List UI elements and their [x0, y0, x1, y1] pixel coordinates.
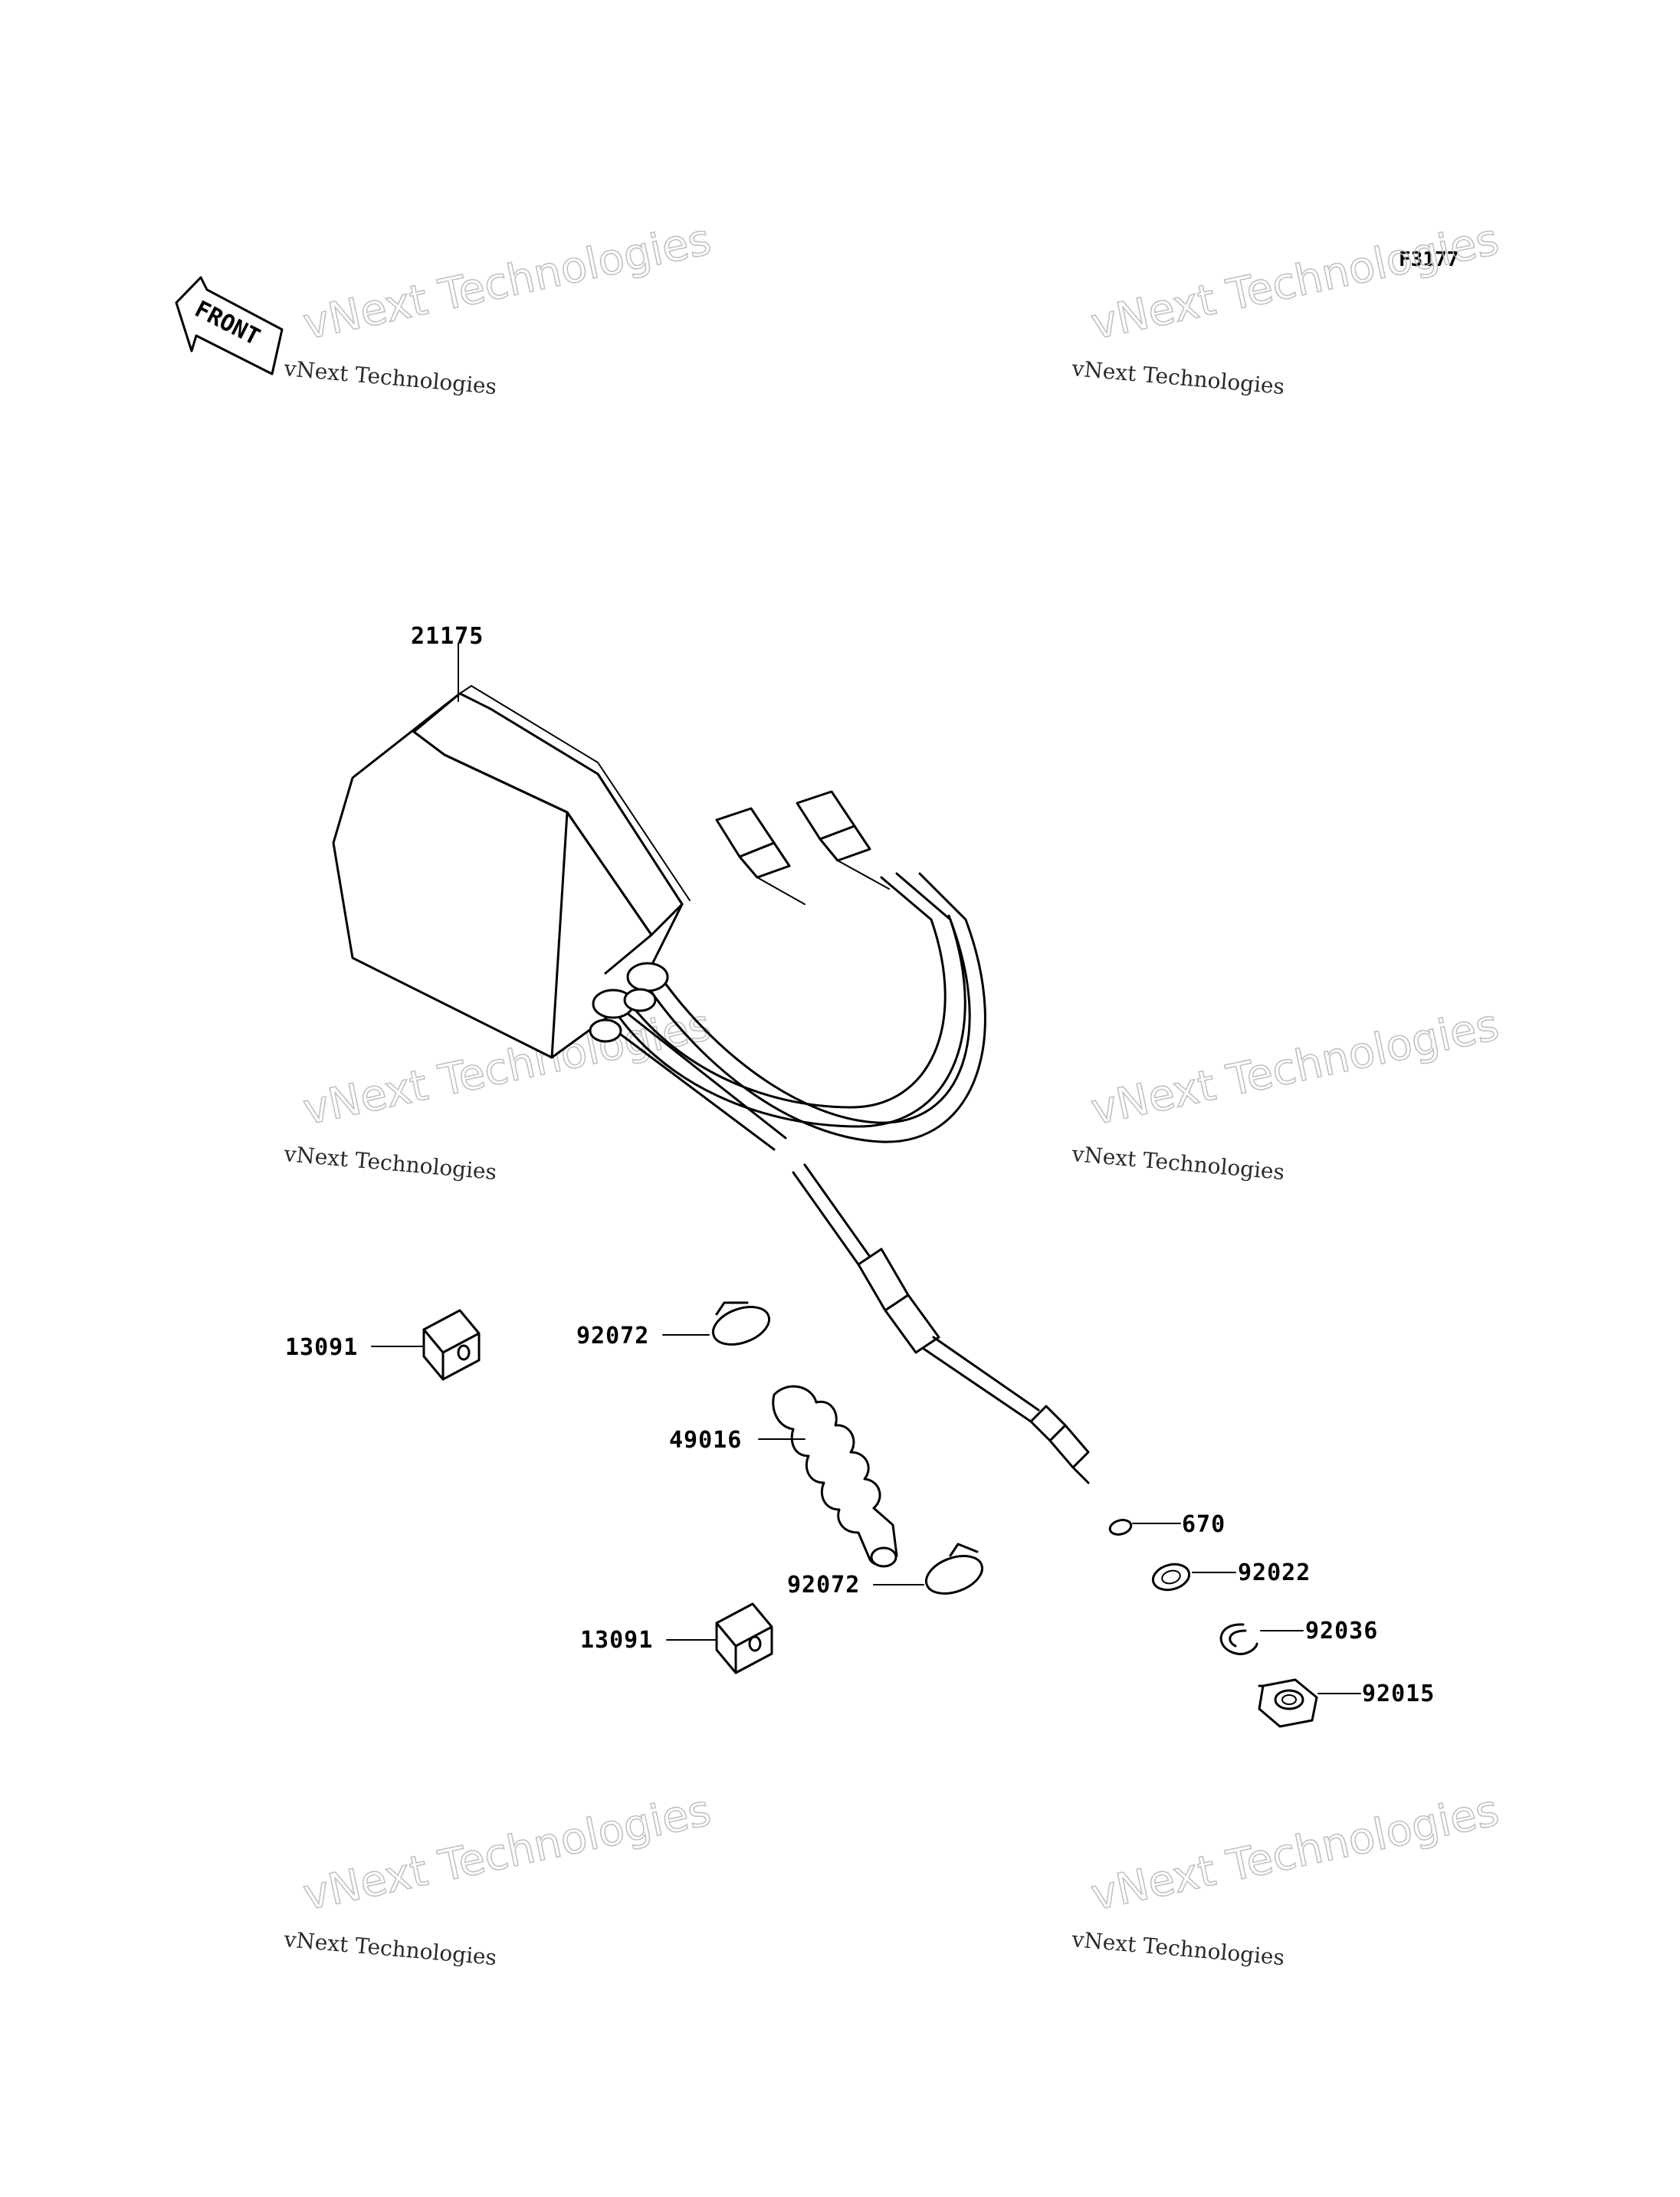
o-ring-icon[interactable] — [1108, 1518, 1133, 1537]
front-arrow-icon: FRONT — [175, 276, 284, 375]
watermark: vNext Technologies vNext Technologies — [282, 1785, 715, 1970]
svg-text:vNext Technologies: vNext Technologies — [282, 356, 497, 399]
svg-text:vNext Technologies: vNext Technologies — [1087, 215, 1503, 349]
part-number-92015[interactable]: 92015 — [1362, 1681, 1435, 1707]
damper-block-icon[interactable] — [715, 1602, 773, 1674]
svg-text:vNext Technologies: vNext Technologies — [1087, 1785, 1503, 1920]
clamp-icon[interactable] — [921, 1543, 987, 1601]
part-number-13091-upper[interactable]: 13091 — [285, 1334, 358, 1361]
clamp-icon[interactable] — [708, 1300, 774, 1351]
watermark: vNext Technologies vNext Technologies — [1070, 214, 1503, 399]
spring-washer-icon[interactable] — [1219, 1623, 1258, 1655]
part-number-13091-lower[interactable]: 13091 — [580, 1627, 653, 1654]
part-number-21175[interactable]: 21175 — [411, 623, 484, 650]
watermark-group: vNext Technologies vNext Technologies vN… — [282, 214, 1503, 1970]
nut-icon[interactable] — [1258, 1678, 1318, 1728]
svg-text:vNext Technologies: vNext Technologies — [282, 1926, 497, 1970]
controller-assembly[interactable] — [332, 643, 986, 1151]
watermark: vNext Technologies vNext Technologies — [1070, 999, 1503, 1185]
svg-text:vNext Technologies: vNext Technologies — [1070, 356, 1285, 399]
part-number-670[interactable]: 670 — [1182, 1511, 1226, 1538]
part-number-92072-upper[interactable]: 92072 — [576, 1323, 649, 1349]
rubber-boot-icon[interactable] — [772, 1385, 898, 1568]
svg-text:vNext Technologies: vNext Technologies — [282, 1141, 497, 1185]
part-number-92072-lower[interactable]: 92072 — [787, 1572, 860, 1599]
svg-text:vNext Technologies: vNext Technologies — [299, 215, 715, 349]
svg-text:vNext Technologies: vNext Technologies — [1087, 1000, 1503, 1135]
part-number-92022[interactable]: 92022 — [1238, 1559, 1311, 1586]
watermark: vNext Technologies vNext Technologies — [282, 214, 715, 399]
part-number-49016[interactable]: 49016 — [669, 1427, 742, 1454]
part-number-92036[interactable]: 92036 — [1305, 1618, 1378, 1644]
washer-icon[interactable] — [1150, 1560, 1193, 1593]
watermark: vNext Technologies vNext Technologies — [1070, 1785, 1503, 1970]
svg-text:vNext Technologies: vNext Technologies — [1070, 1926, 1285, 1970]
figure-code: F3177 — [1399, 248, 1459, 271]
svg-text:vNext Technologies: vNext Technologies — [1070, 1141, 1285, 1185]
control-cable — [792, 1163, 1090, 1484]
connector-icon — [715, 807, 806, 905]
connector-icon — [796, 790, 890, 890]
svg-text:vNext Technologies: vNext Technologies — [299, 1785, 715, 1920]
damper-block-icon[interactable] — [422, 1309, 481, 1381]
